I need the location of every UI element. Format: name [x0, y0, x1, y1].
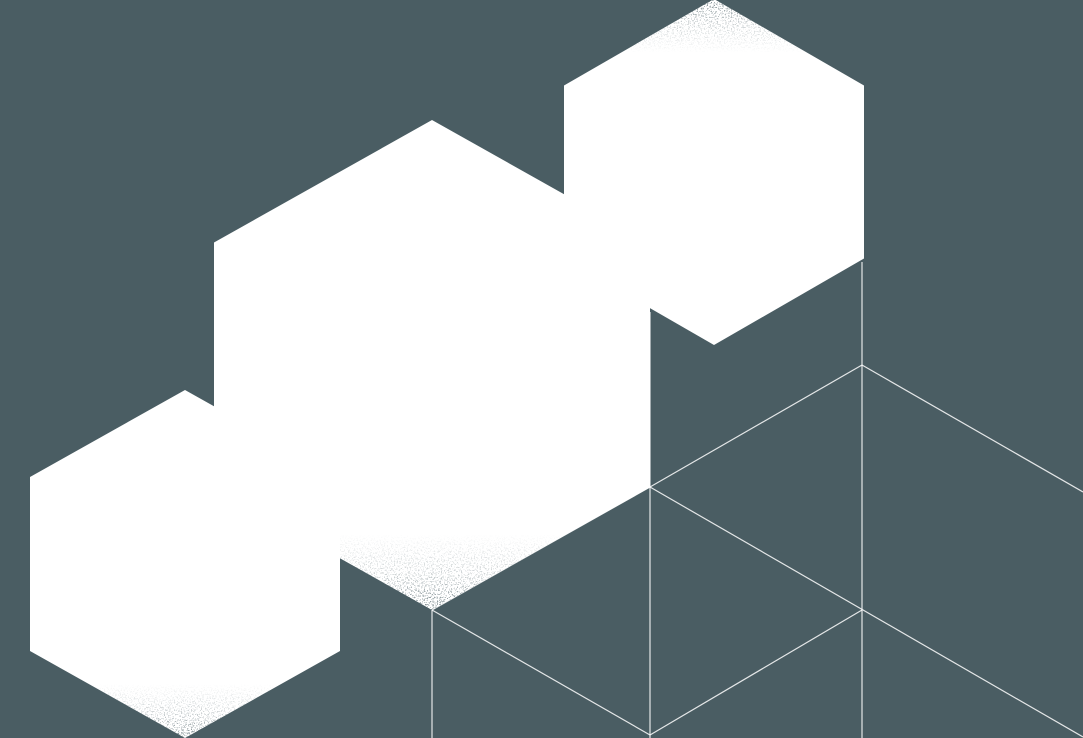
hexagon-top-right-dissolve-texture: [621, 0, 807, 53]
hexagon-center-dissolve-texture: [296, 534, 568, 610]
grid-line-4: [861, 364, 1083, 493]
grid-line-3: [649, 364, 863, 488]
hexagon-bottom-left-dissolve-texture: [88, 684, 282, 738]
hexagon-bottom-left: [30, 390, 340, 738]
grid-line-7: [431, 609, 651, 736]
grid-line-5: [649, 486, 1083, 738]
grid-line-8: [649, 609, 863, 736]
